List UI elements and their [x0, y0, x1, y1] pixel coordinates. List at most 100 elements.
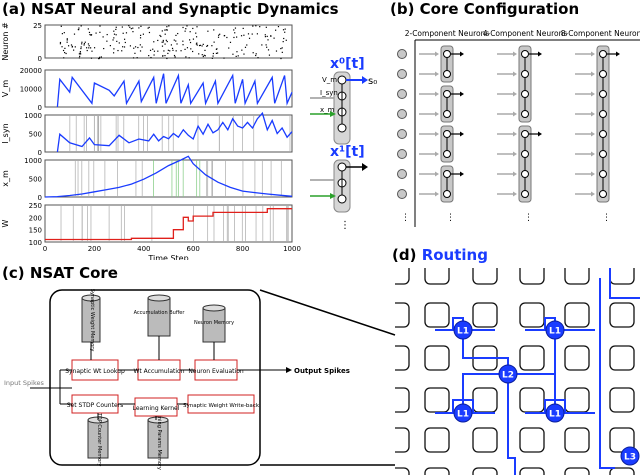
accumulation-buffer: Accumulation Buffer	[134, 294, 186, 337]
router-label: L1	[457, 327, 469, 337]
raster-dot	[86, 49, 88, 52]
raster-dot	[79, 55, 81, 57]
raster-dot	[153, 41, 155, 43]
raster-dot	[98, 57, 100, 60]
raster-dot	[189, 31, 191, 33]
raster-dot	[196, 42, 198, 44]
y-tick-label: 0	[38, 104, 42, 112]
raster-dot	[78, 57, 81, 59]
raster-dot	[133, 47, 135, 49]
ellipsis: ⋮	[602, 213, 611, 223]
wt-accumulation: Wt Accumulation	[133, 359, 185, 381]
raster-dot	[149, 49, 152, 51]
x-tick-label: 200	[88, 245, 101, 253]
raster-dot	[186, 25, 188, 27]
state1-label: x¹[t]	[330, 144, 365, 160]
arrowhead	[513, 111, 517, 117]
arrowhead	[460, 91, 464, 97]
raster-dot	[73, 33, 76, 35]
raster-dot	[106, 40, 108, 42]
arrowhead	[591, 71, 595, 77]
raster-dot	[165, 29, 167, 31]
raster-dot	[83, 43, 85, 45]
raster-dot	[168, 25, 170, 27]
raster-dot	[87, 43, 90, 45]
neuron-memory: Neuron Memory	[194, 304, 234, 343]
raster-dot	[130, 28, 132, 30]
raster-dot	[80, 53, 82, 55]
raster-dot	[244, 46, 247, 48]
raster-dot	[215, 52, 218, 54]
raster-dot	[132, 57, 135, 59]
raster-dot	[99, 31, 101, 33]
raster-dot	[182, 26, 184, 29]
raster-dot	[117, 49, 119, 52]
y-tick-label: 100	[29, 239, 42, 247]
raster-dot	[157, 50, 159, 52]
raster-dot	[123, 46, 126, 48]
core-tile	[424, 268, 450, 285]
raster-dot	[285, 39, 287, 41]
series-line	[45, 208, 292, 241]
raster-dot	[192, 50, 194, 53]
raster-dot	[63, 32, 65, 34]
raster-dot	[255, 54, 257, 57]
raster-dot	[201, 54, 203, 56]
raster-dot	[85, 47, 88, 49]
arrowhead	[513, 91, 517, 97]
raster-dot	[78, 27, 80, 29]
raster-dot	[172, 49, 174, 51]
raster-dot	[233, 29, 235, 31]
y-tick-label: 10000	[20, 86, 42, 94]
raster-dot	[112, 52, 115, 54]
raster-dot	[196, 44, 198, 46]
raster-dot	[171, 47, 174, 50]
svg-text:Synaptic Weight Memory: Synaptic Weight Memory	[89, 289, 95, 352]
raster-dot	[243, 53, 245, 55]
raster-dot	[148, 31, 151, 34]
s0-label: s₀	[368, 76, 377, 87]
raster-dot	[275, 50, 278, 52]
x-tick-label: 600	[187, 245, 200, 253]
arrowhead	[591, 191, 595, 197]
raster-dot	[236, 51, 238, 53]
ellipsis: ⋮	[401, 213, 410, 223]
router-label: L3	[624, 453, 636, 463]
raster-dot	[88, 45, 90, 47]
arrowhead	[513, 171, 517, 177]
arrowhead	[460, 131, 464, 137]
raster-dot	[267, 39, 269, 41]
core-tile	[564, 268, 590, 285]
raster-dot	[134, 52, 136, 54]
x-axis-label: Time Step	[147, 254, 188, 260]
raster-dot	[277, 25, 280, 28]
ellipsis: ⋮	[524, 213, 533, 223]
raster-dot	[71, 46, 73, 48]
raster-dot	[264, 36, 267, 38]
synaptic-weight-memory: Synaptic Weight Memory	[81, 289, 101, 352]
raster-dot	[139, 37, 142, 39]
raster-dot	[182, 44, 184, 46]
raster-dot	[79, 51, 82, 53]
raster-dot	[284, 31, 286, 33]
raster-dot	[161, 41, 163, 43]
core-tile	[472, 302, 498, 328]
svg-text:Accumulation Buffer: Accumulation Buffer	[134, 310, 186, 316]
raster-dot	[264, 34, 266, 36]
raster-dot	[129, 45, 132, 47]
core-tile	[564, 345, 590, 371]
core-tile	[424, 345, 450, 371]
router-label: L1	[549, 327, 561, 337]
raster-dot	[113, 33, 116, 35]
raster-dot	[211, 45, 213, 47]
raster-dot	[150, 56, 152, 59]
y-tick-label: 1000	[24, 157, 42, 165]
axes-box	[44, 69, 293, 108]
raster-dot	[201, 45, 203, 47]
raster-dot	[167, 49, 169, 51]
raster-dot	[173, 39, 175, 41]
raster-dot	[284, 28, 286, 30]
compartment	[521, 170, 529, 178]
raster-dot	[218, 34, 220, 36]
raster-dot	[152, 48, 154, 50]
